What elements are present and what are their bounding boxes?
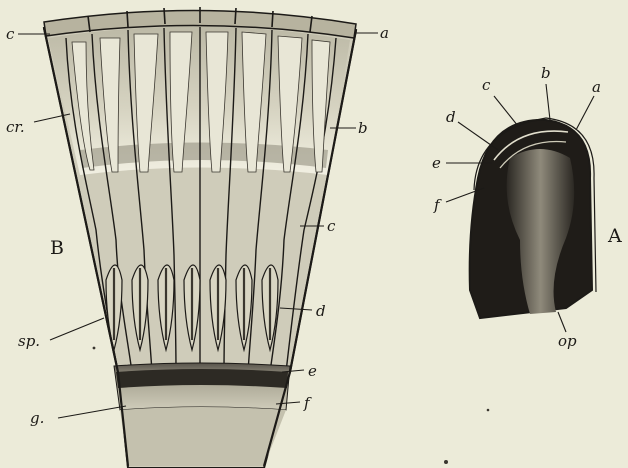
label-a-c: c (482, 76, 491, 94)
label-a-d: d (446, 108, 456, 126)
label-a-a: a (592, 78, 601, 96)
panel-b-caption: B (50, 237, 64, 259)
label-b-g: g. (30, 409, 44, 427)
label-b-a: a (380, 24, 389, 42)
panel-a (470, 118, 596, 318)
label-b-b: b (358, 119, 368, 137)
label-b-cr: cr. (6, 118, 25, 136)
label-a-f: f (433, 196, 442, 214)
label-b-f: f (303, 394, 312, 412)
label-b-e: e (308, 362, 317, 380)
label-a-e: e (432, 154, 441, 172)
basement-region (120, 407, 286, 466)
label-b-d: d (316, 302, 326, 320)
label-b-c-top: c (6, 25, 15, 43)
label-a-op: op (558, 332, 577, 350)
panel-a-caption: A (607, 225, 622, 247)
label-b-sp: sp. (18, 332, 40, 350)
label-a-b: b (541, 64, 551, 82)
label-b-c-right: c (327, 217, 336, 235)
